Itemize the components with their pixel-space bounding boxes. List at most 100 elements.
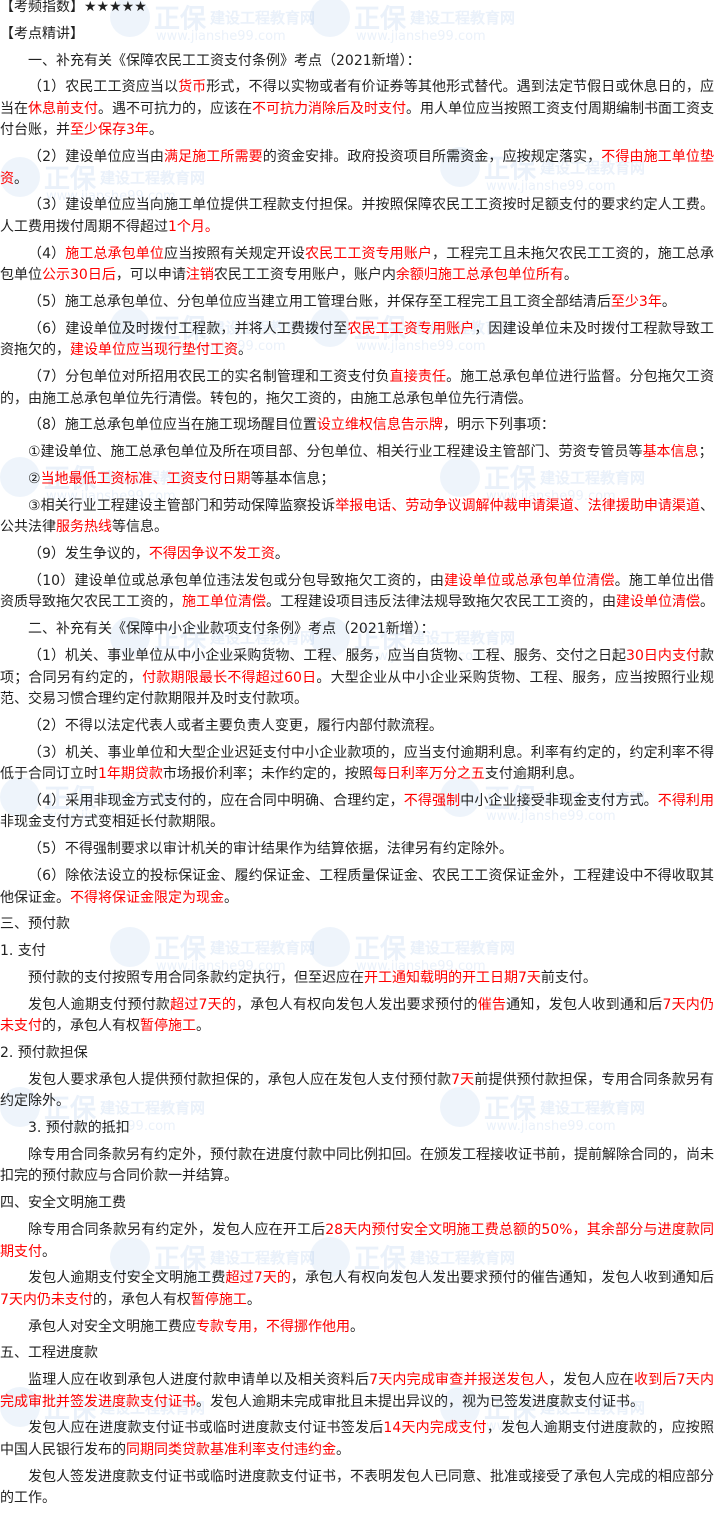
highlighted-text: 7天 [451,1071,475,1088]
paragraph: 除专用合同条款另有约定外，预付款在进度付款中同比例扣回。在颁发工程接收证书前，提… [0,1145,714,1188]
text-segment: （6）建设单位及时拨付工程款，并将人工费拨付至 [28,320,348,337]
highlighted-text: 余额归施工总承包单位所有 [395,267,564,284]
text-segment: 一、补充有关《保障农民工工资支付条例》考点（2021新增）： [28,52,421,69]
text-segment: 承包人对安全文明施工费应 [28,1318,196,1335]
paragraph: 发包人逾期支付安全文明施工费超过7天的，承包人有权向发包人发出要求预付的催告通知… [0,1268,714,1311]
paragraph: 【考频指数】★★★★★ [0,0,714,19]
paragraph: （3）机关、事业单位和大型企业迟延支付中小企业款项的，应当支付逾期利息。利率有约… [0,743,714,786]
text-segment: 五、工程进度款 [0,1345,98,1362]
highlighted-text: 至少3年 [610,294,662,311]
text-segment: 【考频指数】★★★★★ [0,0,147,15]
text-segment: 等基本信息； [250,471,335,488]
paragraph: （5）施工总承包单位、分包单位应当建立用工管理台账，并保存至工程完工且工资全部结… [0,292,714,314]
text-segment: 。用人单位应当按照工资支付周期编制书面工资支付台账，并 [0,100,714,139]
paragraph: 3. 预付款的抵扣 [0,1118,714,1140]
highlighted-text: 休息前支付 [28,100,98,117]
text-segment: （4）采用非现金方式支付的，应在合同中明确、合理约定， [28,792,404,809]
paragraph: 【考点精讲】 [0,24,714,46]
highlighted-text: 28天内预付安全文明施工费总额的50%，其余部分与进度款同期支付 [0,1222,714,1260]
highlighted-text: 超过7天的 [170,996,237,1013]
paragraph: （5）不得强制要求以审计机关的审计结果作为结算依据，法律另有约定除外。 [0,839,714,861]
text-segment: 。 [563,267,578,284]
highlighted-text: 公示30日后 [42,267,116,284]
highlighted-text: 建设单位或总承包单位清偿 [444,572,615,589]
text-segment: 。 [224,889,238,906]
text-segment: ，承包人有权向发包人发出要求预付的催告通知，发包人收到通知后 [290,1270,714,1287]
highlighted-text: 每日利率万分之五 [372,766,485,783]
paragraph: 发包人应在进度款支付证书或临时进度款支付证书签发后14天内完成支付，发包人逾期支… [0,1418,714,1461]
highlighted-text: 30日内支付 [626,648,700,665]
text-segment: ② [28,471,41,488]
text-segment: 。发包人逾期未完成审批且未提出异议的，视为已签发进度款支付证书。 [196,1393,644,1410]
text-segment: （5）施工总承包单位、分包单位应当建立用工管理台账，并保存至工程完工且工资全部结… [28,294,611,311]
text-segment: 。 [336,1441,350,1458]
text-segment: （1）机关、事业单位从中小企业采购货物、工程、服务，应当自货物、工程、服务、交付… [28,648,627,665]
highlighted-text: 服务热线 [56,519,112,536]
highlighted-text: 设立维权信息告示牌 [316,417,443,434]
text-segment: 。 [196,1018,210,1035]
text-segment: 。 [661,294,676,311]
highlighted-text: 收到后7天内完成审批并签发进度款支付证书 [0,1372,714,1410]
highlighted-text: 1年期贷款 [98,766,163,783]
paragraph: （7）分包单位对所招用农民工的实名制管理和工资支付负直接责任。施工总承包单位进行… [0,367,714,410]
paragraph: ③相关行业工程建设主管部门和劳动保障监察投诉举报电话、劳动争议调解仲裁申请渠道、… [0,496,714,539]
highlighted-text: 同期同类贷款基准利率支付违约金 [126,1441,336,1458]
highlighted-text: 施工单位清偿 [182,594,266,611]
paragraph: （4）施工总承包单位应当按照有关规定开设农民工工资专用账户，工程完工且未拖欠农民… [0,244,714,287]
text-segment: 。工程建设项目违反法律法规导致拖欠农民工工资的，由 [266,594,616,611]
highlighted-text: 7天内仍未支付 [0,996,714,1035]
paragraph: 1. 支付 [0,941,714,963]
text-segment: 除专用合同条款另有约定外，预付款在进度付款中同比例扣回。在颁发工程接收证书前，提… [0,1146,714,1185]
paragraph: ②当地最低工资标准、工资支付日期等基本信息； [0,469,714,491]
text-segment: （4） [28,245,66,262]
text-segment: 。 [350,1318,364,1335]
text-segment: 、公共法律 [0,497,714,536]
text-segment: 前提供预付款担保，专用合同条款另有约定除外。 [0,1071,714,1110]
text-segment: （8）施工总承包单位应当在施工现场醒目位置 [28,417,317,434]
paragraph: 二、补充有关《保障中小企业款项支付条例》考点（2021新增）： [0,619,714,641]
text-segment: 。 [42,1243,56,1260]
highlighted-text: 14天内完成支付 [383,1420,487,1437]
text-segment: 的，承包人有权 [92,1291,191,1308]
paragraph: （10）建设单位或总承包单位违法发包或分包导致拖欠工资的，由建设单位或总承包单位… [0,571,714,614]
highlighted-text: 建设单位应当现行垫付工资 [70,342,238,359]
highlighted-text: 注销 [185,267,214,284]
text-segment: （5）不得强制要求以审计机关的审计结果作为结算依据，法律另有约定除外。 [28,841,513,858]
paragraph: 四、安全文明施工费 [0,1193,714,1215]
text-segment: 。遇不可抗力的，应该在 [98,100,252,117]
paragraph: 2. 预付款担保 [0,1043,714,1065]
paragraph: 预付款的支付按照专用合同条款约定执行，但至迟应在开工通知载明的开工日期7天前支付… [0,968,714,990]
highlighted-text: 施工总承包单位 [65,245,164,262]
highlighted-text: 付款期限最长不得超过60日 [142,669,317,686]
paragraph: （1）机关、事业单位从中小企业采购货物、工程、服务，应当自货物、工程、服务、交付… [0,646,714,711]
text-segment: 。施工单位出借资质导致拖欠农民工工资的， [0,572,714,611]
highlighted-text: 不得由施工单位垫资 [0,149,714,187]
text-segment: 形式，不得以实物或者有价证券等其他形式替代。遇到法定节假日或休息日的，应当在 [0,79,714,117]
text-segment: ，工程完工且未拖欠农民工工资的，施工总承包单位 [0,245,714,284]
text-segment: 前支付。 [540,969,597,986]
text-segment: 三、预付款 [0,916,70,933]
text-segment: 中小企业接受非现金支付方式。 [460,792,658,809]
text-segment: 的资金安排。政府投资项目所需资金，应按规定落实， [262,149,602,166]
text-segment: 的，承包人有权 [42,1018,140,1035]
text-segment: （3）机关、事业单位和大型企业迟延支付中小企业款项的，应当支付逾期利息。利率有约… [0,744,714,783]
paragraph: （4）采用非现金方式支付的，应在合同中明确、合理约定，不得强制中小企业接受非现金… [0,791,714,834]
text-segment: （3）建设单位应当向施工单位提供工程款支付担保。并按照保障农民工工资按时足额支付… [0,197,714,235]
paragraph: 五、工程进度款 [0,1343,714,1365]
highlighted-text: 基本信息 [642,444,699,461]
paragraph: （2）建设单位应当由满足施工所需要的资金安排。政府投资项目所需资金，应按规定落实… [0,147,714,190]
highlighted-text: 不得因争议不发工资 [148,546,275,563]
text-segment: 市场报价利率；未作约定的，按照 [162,766,373,783]
text-segment: 。 [148,122,163,139]
paragraph: （3）建设单位应当向施工单位提供工程款支付担保。并按照保障农民工工资按时足额支付… [0,195,714,238]
text-segment: ③相关行业工程建设主管部门和劳动保障监察投诉 [28,497,336,514]
text-segment: 二、补充有关《保障中小企业款项支付条例》考点（2021新增）： [28,621,435,638]
text-segment: 非现金支付方式变相延长付款期限。 [0,814,224,831]
text-segment: ，发包人逾期支付进度款的，应按照中国人民银行发布的 [0,1420,714,1458]
text-segment: （9）发生争议的， [28,546,149,563]
text-segment: ，承包人有权向发包人发出要求预付的 [236,996,478,1013]
text-segment: 农民工工资专用账户，账户内 [213,267,396,284]
highlighted-text: 建设单位清偿 [616,594,700,611]
highlighted-text: 至少保存3年 [70,122,149,139]
